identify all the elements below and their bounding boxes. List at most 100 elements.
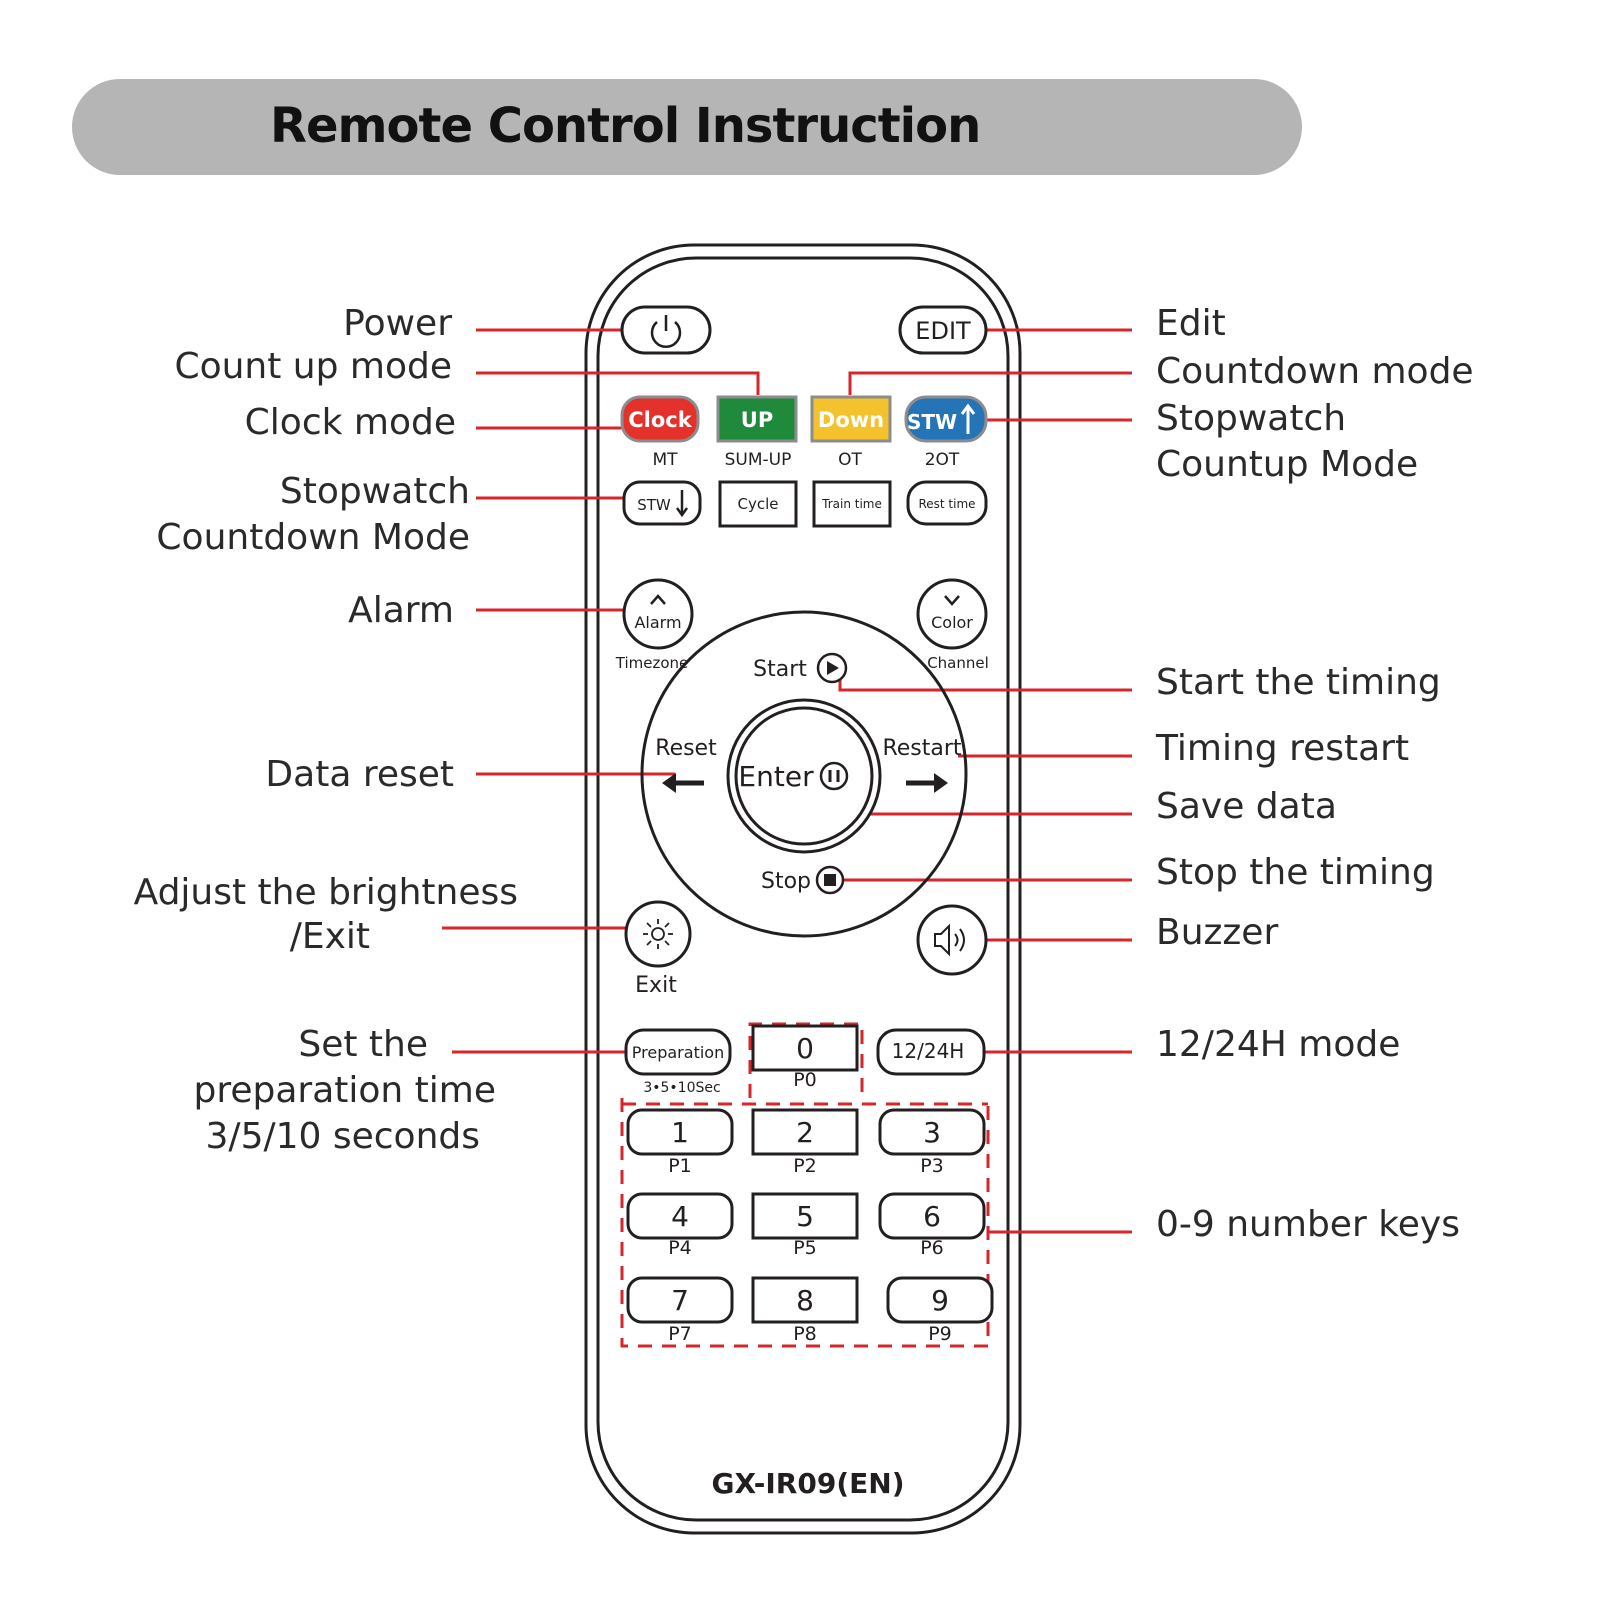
speaker-icon [934, 923, 965, 957]
preparation-sub-label: 3•5•10Sec [643, 1080, 720, 1096]
channel-label: Channel [927, 654, 989, 672]
label-stw-down-1: Stopwatch [280, 471, 470, 512]
remote-inner-shell [596, 256, 1010, 1522]
rest-time-button[interactable]: Rest time [906, 480, 988, 526]
chevron-down-icon [944, 595, 960, 606]
mt-label: MT [652, 450, 678, 470]
label-clock: Clock mode [245, 402, 456, 443]
edit-button-label: EDIT [915, 317, 971, 345]
number-key-label: 9 [931, 1284, 949, 1317]
label-stop: Stop the timing [1156, 852, 1435, 893]
label-prep-2: preparation time [193, 1070, 496, 1111]
label-power: Power [343, 303, 452, 344]
number-key-3[interactable]: 3 [878, 1108, 986, 1156]
restart-button[interactable]: Restart [882, 736, 962, 793]
label-buzzer: Buzzer [1156, 912, 1278, 953]
stw-up-button-label: STW [907, 410, 957, 434]
number-key-label: 2 [796, 1116, 814, 1149]
label-count-up: Count up mode [174, 346, 452, 387]
h1224-button-label: 12/24H [892, 1039, 965, 1063]
number-key-0[interactable]: 0 [751, 1024, 859, 1072]
stw-down-button-label: STW [637, 496, 671, 514]
number-key-label: 1 [671, 1116, 689, 1149]
callout-line-count-up [476, 371, 760, 395]
start-button-label: Start [753, 657, 807, 682]
color-button-label: Color [931, 613, 973, 632]
sun-icon [643, 919, 673, 949]
preparation-button[interactable]: Preparation [624, 1028, 732, 1076]
label-1224: 12/24H mode [1156, 1024, 1400, 1065]
number-key-label: 7 [671, 1284, 689, 1317]
number-key-label: 4 [671, 1200, 689, 1233]
number-key-sub-label: P9 [928, 1323, 952, 1345]
train-time-button[interactable]: Train time [812, 480, 892, 528]
label-brightness-2: /Exit [290, 916, 370, 957]
number-key-7[interactable]: 7 [626, 1276, 734, 1324]
clock-button[interactable]: Clock [620, 395, 700, 443]
h1224-button[interactable]: 12/24H [876, 1028, 986, 1076]
edit-button[interactable]: EDIT [898, 305, 988, 355]
label-edit: Edit [1156, 303, 1226, 344]
up-button[interactable]: UP [716, 395, 798, 443]
number-key-sub-label: P6 [920, 1237, 944, 1259]
number-key-sub-label: P2 [793, 1155, 817, 1177]
label-restart: Timing restart [1155, 728, 1409, 769]
color-button[interactable]: Color [916, 578, 988, 650]
restart-button-label: Restart [882, 736, 961, 761]
arrow-right-icon [906, 773, 948, 793]
label-brightness-1: Adjust the brightness [134, 872, 518, 913]
stw-up-button[interactable]: STW [904, 395, 988, 443]
pause-icon [819, 761, 849, 791]
number-key-label: 5 [796, 1200, 814, 1233]
cycle-button-label: Cycle [738, 495, 779, 513]
buzzer-button[interactable] [916, 904, 988, 976]
alarm-button[interactable]: Alarm [622, 578, 694, 650]
start-button[interactable]: Start [753, 652, 848, 684]
exit-label: Exit [635, 973, 677, 998]
rest-time-button-label: Rest time [918, 497, 975, 511]
label-stw-down-2: Countdown Mode [156, 517, 470, 558]
reset-button[interactable]: Reset [655, 736, 717, 793]
power-icon [650, 315, 682, 348]
enter-button-label: Enter [738, 760, 814, 793]
number-key-5[interactable]: 5 [751, 1192, 859, 1240]
cycle-button[interactable]: Cycle [718, 480, 798, 528]
number-key-sub-label: P1 [668, 1155, 692, 1177]
number-key-6[interactable]: 6 [878, 1192, 986, 1240]
model-label: GX-IR09(EN) [711, 1467, 904, 1500]
preparation-button-label: Preparation [632, 1043, 724, 1062]
label-start: Start the timing [1156, 662, 1441, 703]
stw-down-button[interactable]: STW [622, 480, 702, 526]
callout-line-start [838, 673, 1132, 692]
reset-button-label: Reset [655, 736, 717, 761]
label-stw-up-1: Stopwatch [1156, 398, 1346, 439]
navigation-ring[interactable] [640, 610, 968, 938]
number-key-2[interactable]: 2 [751, 1108, 859, 1156]
label-reset: Data reset [265, 754, 454, 795]
sum-up-label: SUM-UP [725, 450, 792, 470]
number-key-sub-label: P7 [668, 1323, 692, 1345]
enter-button[interactable]: Enter [726, 698, 882, 854]
power-button[interactable] [620, 305, 712, 355]
number-key-8[interactable]: 8 [751, 1276, 859, 1324]
down-button-label: Down [818, 408, 884, 432]
number-key-label: 6 [923, 1200, 941, 1233]
page-title: Remote Control Instruction [270, 98, 981, 154]
title-banner [72, 79, 1302, 175]
number-key-4[interactable]: 4 [626, 1192, 734, 1240]
train-time-button-label: Train time [821, 497, 882, 511]
arrow-left-icon [662, 773, 704, 793]
label-prep-1: Set the [298, 1024, 428, 1065]
number-key-9[interactable]: 9 [886, 1276, 994, 1324]
number-key-sub-label: P8 [793, 1323, 817, 1345]
number-key-1[interactable]: 1 [626, 1108, 734, 1156]
number-key-label: 3 [923, 1116, 941, 1149]
label-countdown: Countdown mode [1156, 351, 1474, 392]
callout-line-countdown [848, 371, 1132, 395]
down-button[interactable]: Down [810, 395, 892, 443]
label-numkeys: 0-9 number keys [1156, 1204, 1460, 1245]
stop-button[interactable]: Stop [761, 865, 845, 895]
brightness-button[interactable] [624, 900, 692, 968]
stop-button-label: Stop [761, 869, 811, 894]
